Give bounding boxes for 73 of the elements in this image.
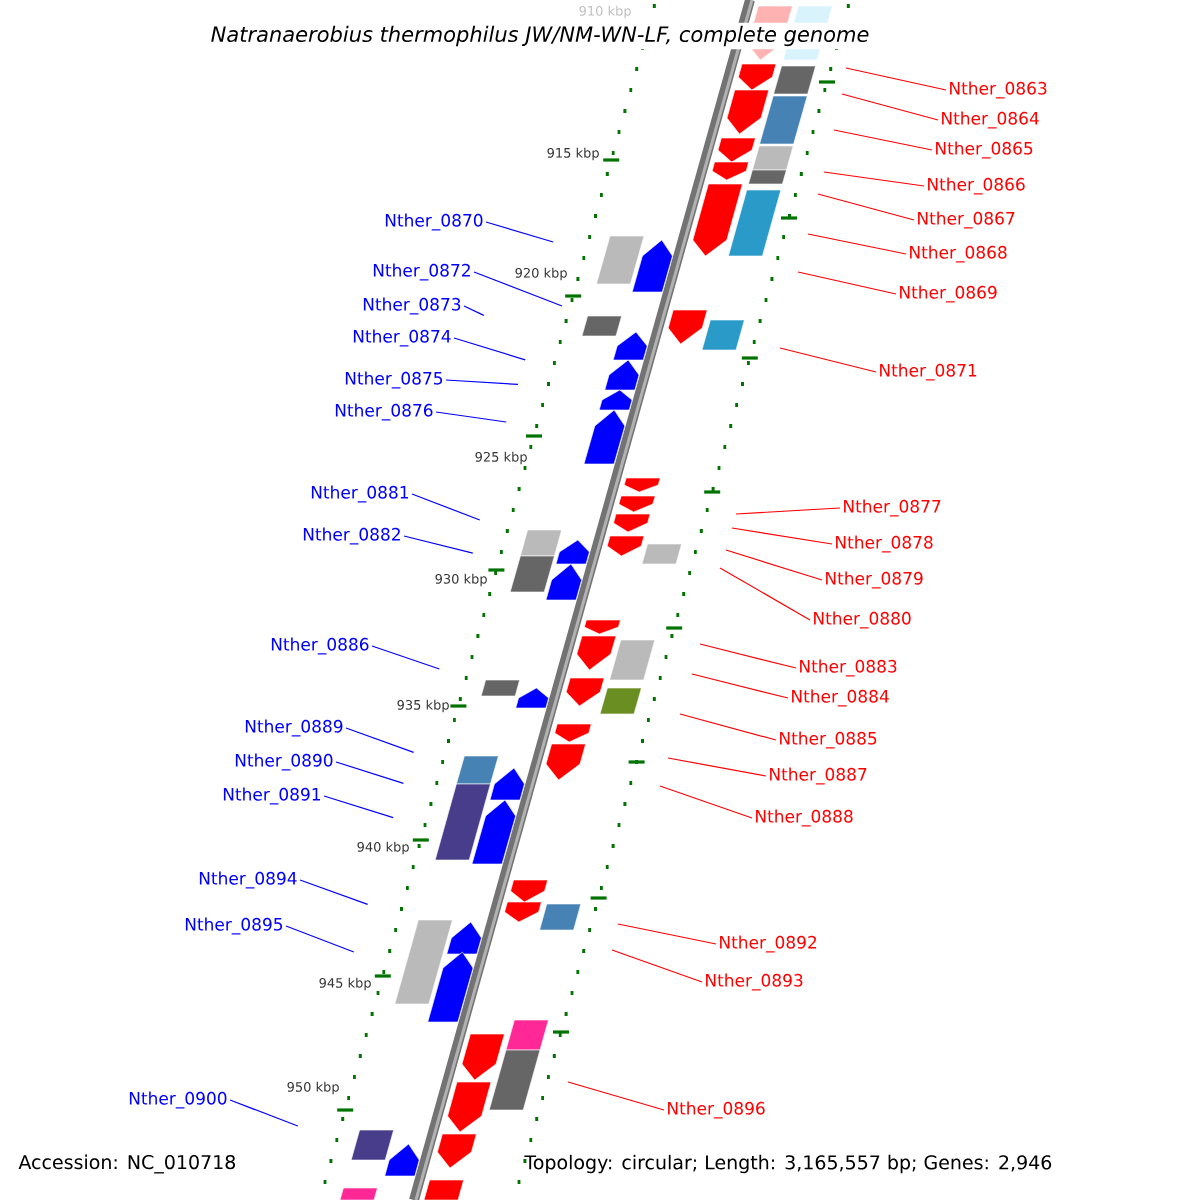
leader-line (463, 305, 485, 316)
leader-line (611, 949, 703, 983)
gene-label: Nther_0884 (792, 689, 889, 707)
leader-line (699, 643, 797, 669)
gene-label: Nther_0896 (668, 1101, 765, 1119)
gene-label: Nther_0864 (942, 111, 1039, 129)
leader-line (229, 1099, 299, 1127)
leader-line (841, 93, 939, 121)
leader-line (807, 233, 907, 255)
gene-label: Nther_0874 (353, 329, 451, 347)
title: Natranaerobius thermophilus JW/NM-WN-LF, complete genome (207, 22, 873, 50)
leader-line (453, 337, 526, 361)
gene-label: Nther_0895 (185, 917, 283, 935)
gene-label: Nther_0868 (910, 245, 1007, 263)
leader-line (817, 193, 915, 221)
leader-line (845, 67, 947, 91)
gene-label: Nther_0891 (223, 787, 320, 805)
info-text: Topology: circular; Length: 3,165,557 bp; Genes: 2,946 (524, 1154, 1052, 1174)
leader-line (445, 379, 519, 385)
leader-line (617, 923, 717, 945)
gene-label: Nther_0883 (800, 659, 897, 677)
gene-label: Nther_0900 (129, 1091, 227, 1109)
leader-line (345, 727, 415, 753)
gene-label: Nther_0879 (826, 571, 923, 589)
leader-line (691, 673, 789, 699)
gene-label: Nther_0885 (780, 731, 877, 749)
leader-line (567, 1081, 665, 1111)
leader-line (679, 713, 777, 741)
gene-label: Nther_0880 (814, 611, 911, 629)
gene-label: Nther_0866 (928, 177, 1025, 195)
leader-line (285, 925, 355, 953)
gene-label: Nther_0869 (900, 285, 997, 303)
gene-label: Nther_0882 (303, 527, 400, 545)
gene-label: Nther_0892 (720, 935, 817, 953)
leader-line (435, 411, 507, 423)
leader-line (833, 129, 933, 151)
gene-label: Nther_0873 (363, 297, 461, 315)
leader-line (335, 761, 404, 784)
leader-line (735, 507, 841, 515)
leader-line (719, 567, 811, 621)
gene-label: Nther_0875 (345, 371, 443, 389)
gene-label: Nther_0887 (770, 767, 867, 785)
gene-label: Nther_0881 (311, 485, 408, 503)
leader-line (473, 271, 563, 307)
gene-label: Nther_0871 (880, 363, 977, 381)
gene-label: Nther_0890 (235, 753, 333, 771)
leader-line (403, 535, 474, 554)
leader-line (667, 757, 767, 777)
gene-label: Nther_0878 (836, 535, 933, 553)
leader-line (823, 171, 925, 187)
gene-label: Nther_0877 (844, 499, 941, 517)
gene-label: Nther_0888 (756, 809, 853, 827)
leader-line (725, 549, 823, 581)
gene-label: Nther_0865 (936, 141, 1033, 159)
gene-label: Nther_0889 (245, 719, 343, 737)
gene-label: Nther_0893 (706, 973, 803, 991)
leader-line (779, 347, 877, 373)
gene-label: Nther_0872 (373, 263, 470, 281)
leader-line (485, 221, 554, 243)
info-text: Accession: NC_010718 (18, 1154, 236, 1174)
leader-line (299, 879, 369, 905)
gene-label: Nther_0870 (385, 213, 483, 231)
gene-label: Nther_0867 (918, 211, 1015, 229)
gene-label: Nther_0886 (271, 637, 369, 655)
leader-line (411, 493, 481, 521)
gene-label: Nther_0894 (199, 871, 297, 889)
leader-line (731, 527, 833, 545)
leader-line (659, 785, 753, 819)
leader-line (323, 795, 394, 819)
leader-line (797, 271, 897, 295)
leader-line (371, 645, 440, 670)
gene-label: Nther_0863 (950, 81, 1047, 99)
gene-label: Nther_0876 (335, 403, 433, 421)
